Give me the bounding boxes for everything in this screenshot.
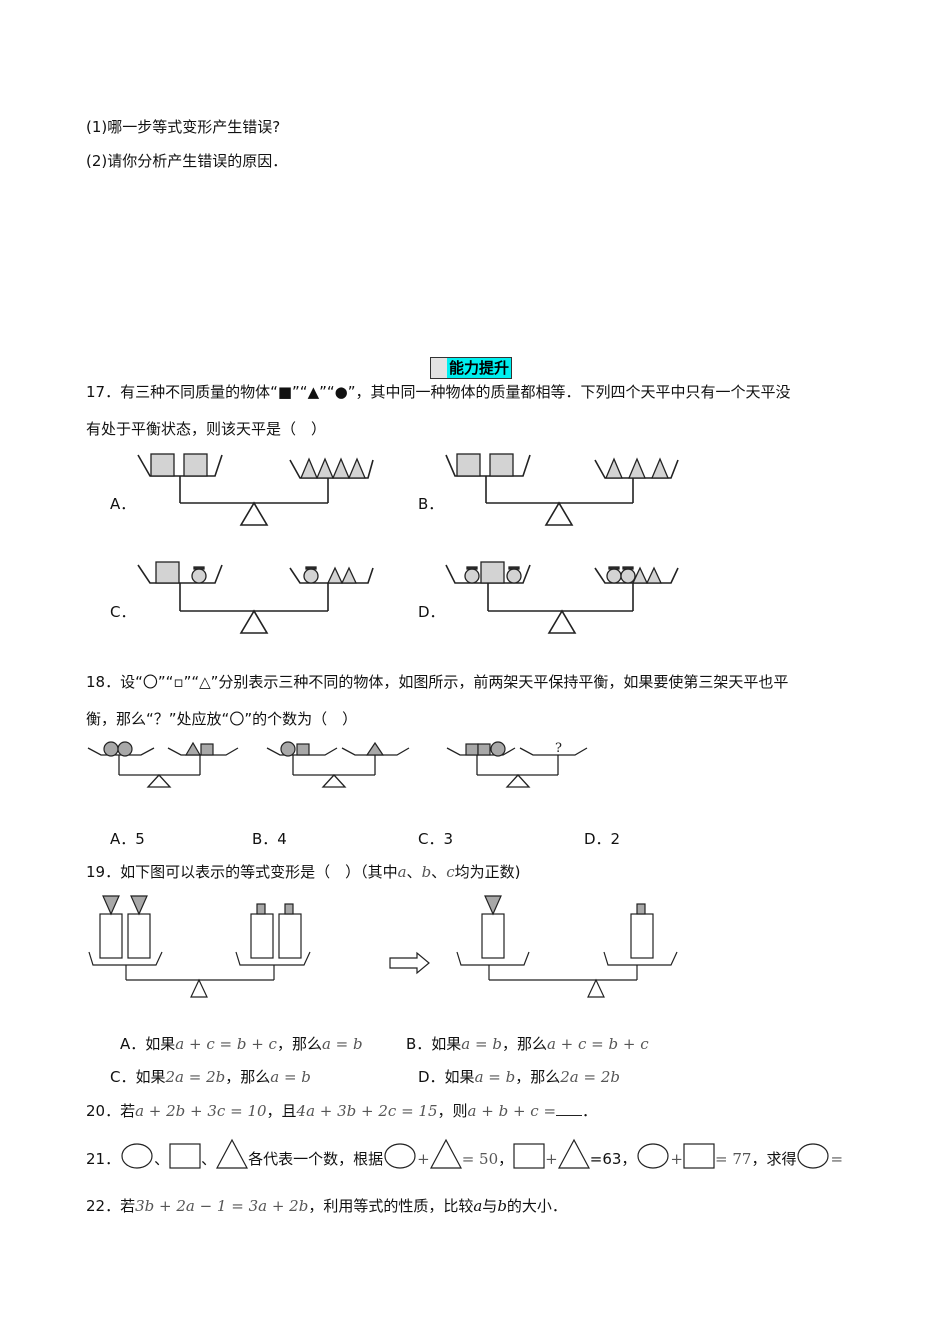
q16-part2: (2)请你分析产生错误的原因． <box>86 152 288 170</box>
q19-option-b-then: ，那么 <box>501 1035 547 1053</box>
q21-sep: 、 <box>154 1150 170 1168</box>
q19-stem-prefix: 19．如下图可以表示的等式变形是（ ）（其中 <box>86 863 398 881</box>
q20-eq2: 4a + 3b + 2c = 15 <box>296 1102 438 1120</box>
q16-part1: (1)哪一步等式变形产生错误? <box>86 118 281 136</box>
q19-stem: 19．如下图可以表示的等式变形是（ ）（其中a、b、c均为正数) <box>86 862 520 882</box>
section-banner: 能力提升 <box>430 357 513 379</box>
q19-var-a: a <box>397 863 407 881</box>
square-icon <box>683 1143 715 1169</box>
q18-balance-2 <box>266 741 410 788</box>
q20-end: ． <box>582 1102 598 1120</box>
q17-stem-line2: 有处于平衡状态，则该天平是（ ） <box>86 420 327 438</box>
q21-eq-end: = <box>830 1150 844 1168</box>
q18-option-c[interactable]: C．3 <box>418 830 454 848</box>
q17-balance-a <box>137 453 374 526</box>
q19-option-a-result: a = b <box>321 1035 363 1053</box>
q21-eq2-value: =63 <box>589 1150 622 1168</box>
q17-stem-line1: 17．有三种不同质量的物体“■”“▲”“●”，其中同一种物体的质量都相等．下列四… <box>86 383 791 401</box>
q19-option-d-result: 2a = 2b <box>560 1068 620 1086</box>
q22-prefix: 22．若 <box>86 1197 136 1215</box>
q19-sep: 、 <box>406 863 422 881</box>
triangle-icon <box>557 1138 590 1169</box>
q17-option-d-label[interactable]: D． <box>418 603 445 621</box>
triangle-icon <box>429 1138 462 1169</box>
q19-option-c-then: ，那么 <box>225 1068 271 1086</box>
q18-option-d[interactable]: D．2 <box>584 830 621 848</box>
circle-icon <box>121 1143 153 1169</box>
q20-answer-blank[interactable] <box>556 1101 583 1116</box>
q19-option-c-cond: 2a = 2b <box>165 1068 226 1086</box>
q19-stem-suffix: 均为正数) <box>454 863 521 881</box>
section-title: 能力提升 <box>447 358 512 378</box>
q18-option-b[interactable]: B．4 <box>252 830 287 848</box>
q20-eq3: a + b + c = <box>467 1102 557 1120</box>
q20: 20．若a + 2b + 3c = 10，且4a + 3b + 2c = 15，… <box>86 1101 597 1121</box>
q18-stem-line1: 18．设“〇”“▫”“△”分别表示三种不同的物体，如图所示，前两架天平保持平衡，… <box>86 673 789 691</box>
q18-stem-line2: 衡，那么“？”处应放“〇”的个数为（ ） <box>86 710 358 728</box>
q21-prefix: 21． <box>86 1150 121 1168</box>
q20-eq1: a + 2b + 3c = 10 <box>135 1102 267 1120</box>
q20-mid: ，且 <box>266 1102 297 1120</box>
q18-question-mark: ? <box>555 741 562 756</box>
q22-equation: 3b + 2a − 1 = 3a + 2b <box>135 1197 309 1215</box>
q19-option-a-then: ，那么 <box>276 1035 322 1053</box>
q17-option-a-label[interactable]: A． <box>110 495 136 513</box>
q17-balance-c <box>137 561 374 634</box>
q20-then: ，则 <box>437 1102 468 1120</box>
q19-var-c: c <box>446 863 455 881</box>
q18-balance-3: ? <box>446 741 588 788</box>
q21-plus: + <box>670 1150 683 1168</box>
q22-mid: ，利用等式的性质，比较 <box>308 1197 474 1215</box>
q19-option-c-result: a = b <box>270 1068 311 1086</box>
q21-comma: ， <box>621 1150 637 1168</box>
circle-icon <box>384 1143 416 1169</box>
q21: 21． 、 、 各代表一个数，根据 + = 50 ， + =63 ， + = 7… <box>86 1138 844 1169</box>
square-icon <box>513 1143 545 1169</box>
q21-comma: ， <box>498 1150 514 1168</box>
q17-option-b-label[interactable]: B． <box>418 495 444 513</box>
q19-option-a-cond: a + c = b + c <box>175 1035 277 1053</box>
q22-end: 的大小． <box>506 1197 567 1215</box>
q19-option-d-then: ，那么 <box>515 1068 561 1086</box>
q17-balance-b <box>445 453 679 526</box>
q19-option-c-label: C．如果 <box>110 1068 166 1086</box>
q22: 22．若3b + 2a − 1 = 3a + 2b，利用等式的性质，比较a与b的… <box>86 1196 567 1216</box>
q19-option-c[interactable]: C．如果2a = 2b，那么a = b <box>110 1067 311 1087</box>
q18-balance-1 <box>87 741 239 788</box>
q22-var-b: b <box>497 1197 507 1215</box>
q19-option-d-label: D．如果 <box>418 1068 475 1086</box>
q22-var-a: a <box>473 1197 483 1215</box>
q19-option-b-result: a + c = b + c <box>546 1035 649 1053</box>
square-icon <box>169 1143 201 1169</box>
q18-option-a[interactable]: A．5 <box>110 830 145 848</box>
q19-figure <box>88 895 678 998</box>
q19-option-d-cond: a = b <box>474 1068 516 1086</box>
q19-option-a[interactable]: A．如果a + c = b + c，那么a = b <box>120 1034 363 1054</box>
triangle-icon <box>216 1138 249 1169</box>
q20-prefix: 20．若 <box>86 1102 136 1120</box>
q19-option-b-cond: a = b <box>461 1035 502 1053</box>
q17-option-c-label[interactable]: C． <box>110 603 136 621</box>
circle-icon <box>637 1143 670 1169</box>
q21-sep: 、 <box>201 1150 217 1168</box>
banner-gray-block <box>431 358 447 378</box>
q21-plus: + <box>545 1150 558 1168</box>
q17-balance-d <box>445 561 679 634</box>
q21-desc: 各代表一个数，根据 <box>248 1150 384 1168</box>
q21-eq1-value: = 50 <box>461 1150 499 1168</box>
q19-sep: 、 <box>431 863 447 881</box>
q19-var-b: b <box>421 863 432 881</box>
q19-option-b-label: B．如果 <box>406 1035 462 1053</box>
q19-option-a-label: A．如果 <box>120 1035 176 1053</box>
circle-icon <box>797 1143 830 1169</box>
q21-ask: ，求得 <box>751 1150 797 1168</box>
q19-option-d[interactable]: D．如果a = b，那么2a = 2b <box>418 1067 620 1087</box>
q22-yu: 与 <box>482 1197 498 1215</box>
q21-plus: + <box>417 1150 430 1168</box>
q19-option-b[interactable]: B．如果a = b，那么a + c = b + c <box>406 1034 649 1054</box>
q21-eq3-value: = 77 <box>715 1150 752 1168</box>
